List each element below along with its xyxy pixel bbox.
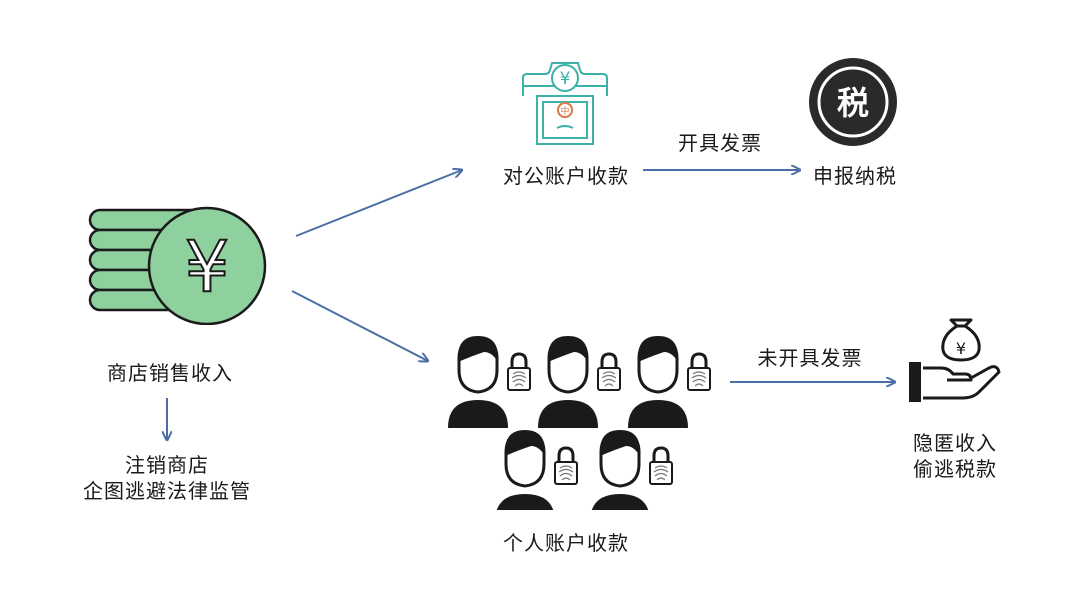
person-icon [626,334,690,430]
tax-char: 税 [837,84,869,122]
label-personal-accounts: 个人账户收款 [503,531,629,555]
label-evade-tax: 偷逃税款 [913,457,997,481]
bank-yen-symbol: ¥ [560,69,571,89]
person-icon [493,428,557,510]
arrow-to-personal [291,290,428,361]
person-icon [446,334,510,430]
label-tax-declare: 申报纳税 [813,164,897,188]
lock-icon [648,446,674,486]
bank-cn-symbol: 中 [560,105,569,117]
lock-icon [596,352,622,392]
label-store-income: 商店销售收入 [107,361,233,385]
yen-symbol: ¥ [185,226,230,308]
label-hide-income: 隐匿收入 [913,431,997,455]
lock-icon [506,352,532,392]
person-icon [588,428,652,510]
label-no-invoice: 未开具发票 [757,346,863,370]
label-corporate-account: 对公账户收款 [503,164,629,188]
label-issue-invoice: 开具发票 [678,131,762,155]
lock-icon [686,352,712,392]
bank-yen-icon: ¥ 中 [522,62,608,145]
arrow-to-corporate [295,170,462,237]
coin-stack-icon: ¥ [88,206,267,325]
label-cancel-store: 注销商店 [125,453,209,477]
tax-circle-icon: 税 [809,58,897,146]
label-evade-regulation: 企图逃避法律监管 [83,479,251,503]
person-icon [536,334,600,430]
hand-money-bag-icon: ¥ [909,318,1001,402]
personal-accounts-group [446,334,712,510]
lock-icon [553,446,579,486]
bag-yen-symbol: ¥ [956,339,966,358]
